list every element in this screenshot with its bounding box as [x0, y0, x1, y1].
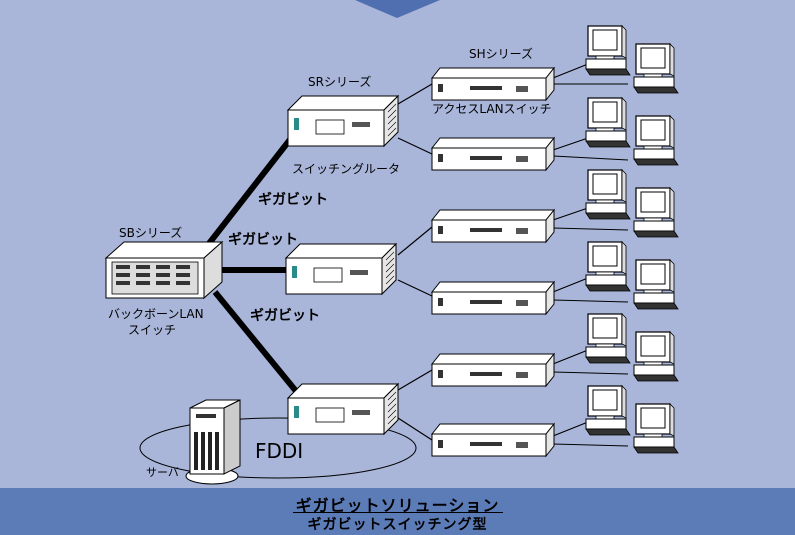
caption-subtitle: ギガビットスイッチング型	[307, 517, 488, 533]
pc-icon	[585, 169, 631, 220]
sh-series-label: SHシリーズ	[469, 46, 533, 61]
backbone-switch-icon	[104, 240, 224, 300]
pc-icon	[585, 313, 631, 364]
router-icon	[287, 383, 399, 435]
pc-icon	[585, 385, 631, 436]
sb-series-label: SBシリーズ	[119, 225, 182, 240]
pc-icon	[585, 25, 631, 76]
switching-router-label: スイッチングルータ	[292, 162, 400, 176]
pc-icon	[633, 403, 679, 454]
sr-series-label: SRシリーズ	[308, 74, 371, 89]
arrow-down-icon	[355, 0, 440, 18]
gigabit-label: ギガビット	[250, 307, 320, 324]
fddi-ring	[139, 417, 417, 479]
caption-title: ギガビットソリューション	[295, 496, 500, 515]
gigabit-label: ギガビット	[258, 191, 328, 208]
pc-icon	[585, 97, 631, 148]
fddi-label: FDDI	[255, 439, 303, 463]
pc-icon	[633, 259, 679, 310]
access-switch-icon	[431, 353, 555, 387]
pc-icon	[585, 241, 631, 292]
pc-icon	[633, 115, 679, 166]
access-switch-icon	[431, 67, 555, 101]
pc-icon	[633, 331, 679, 382]
pc-icon	[633, 43, 679, 94]
caption-divider	[293, 512, 503, 513]
access-switch-icon	[431, 423, 555, 457]
router-icon	[287, 95, 399, 147]
backbone-label-line2: スイッチ	[128, 323, 176, 337]
backbone-label-line1: バックボーンLAN	[108, 307, 204, 321]
router-icon	[285, 243, 397, 295]
server-label: サーバ	[146, 466, 179, 479]
caption-bar: ギガビットソリューション ギガビットスイッチング型	[0, 488, 795, 535]
access-lan-switch-label: アクセスLANスイッチ	[432, 102, 552, 116]
access-switch-icon	[431, 281, 555, 315]
pc-icon	[633, 187, 679, 238]
access-switch-icon	[431, 209, 555, 243]
access-switch-icon	[431, 137, 555, 171]
server-icon	[185, 399, 241, 485]
gigabit-label: ギガビット	[228, 231, 298, 248]
